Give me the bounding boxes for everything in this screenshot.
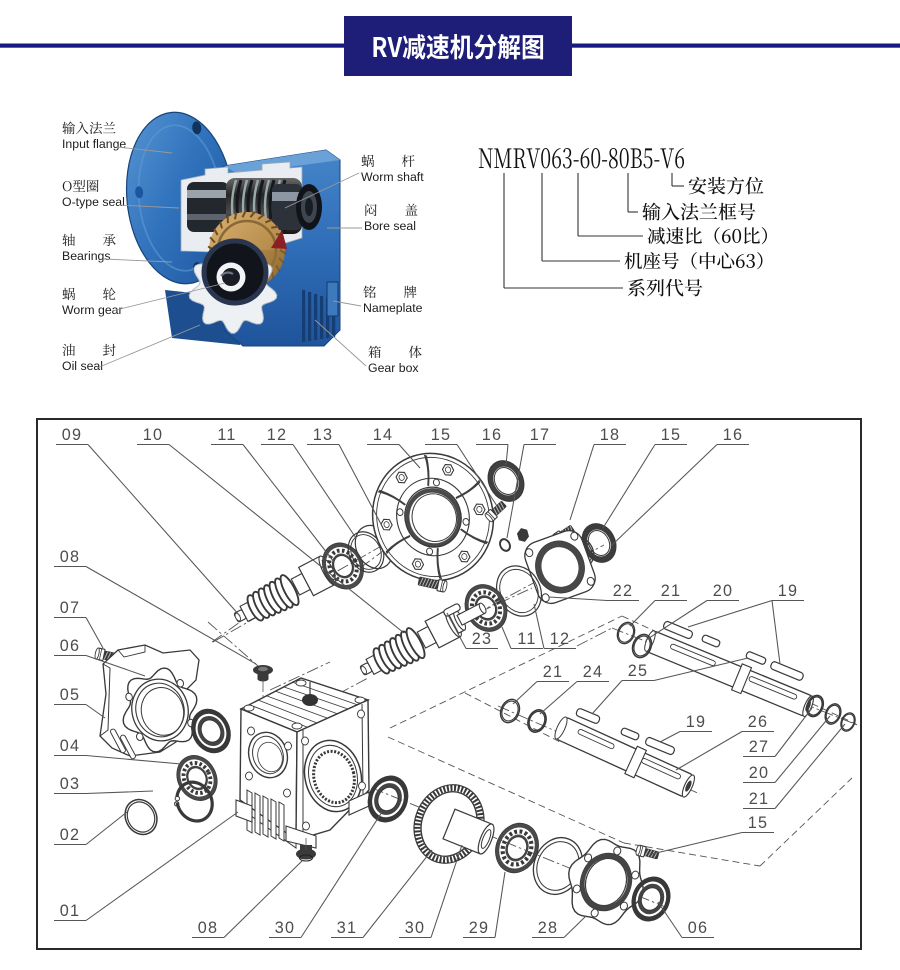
svg-text:19: 19 [778, 582, 798, 600]
svg-text:11: 11 [517, 630, 536, 648]
svg-text:06: 06 [60, 637, 80, 655]
svg-text:09: 09 [62, 426, 82, 444]
svg-text:30: 30 [405, 919, 425, 937]
svg-text:15: 15 [431, 426, 451, 444]
svg-text:31: 31 [337, 919, 357, 937]
svg-text:27: 27 [749, 738, 769, 756]
svg-text:Input flange: Input flange [62, 137, 126, 151]
svg-text:15: 15 [748, 814, 768, 832]
svg-text:21: 21 [661, 582, 681, 600]
svg-text:Worm shaft: Worm shaft [361, 170, 424, 184]
svg-text:25: 25 [628, 662, 648, 680]
svg-text:26: 26 [748, 713, 768, 731]
svg-text:Nameplate: Nameplate [363, 301, 423, 315]
svg-text:03: 03 [60, 775, 80, 793]
svg-text:29: 29 [469, 919, 489, 937]
svg-text:02: 02 [60, 826, 80, 844]
svg-text:06: 06 [688, 919, 708, 937]
svg-text:13: 13 [313, 426, 333, 444]
svg-text:20: 20 [749, 764, 769, 782]
svg-text:22: 22 [613, 582, 633, 600]
svg-text:18: 18 [600, 426, 620, 444]
svg-text:Bearings: Bearings [62, 249, 111, 263]
svg-text:Worm gear: Worm gear [62, 303, 123, 317]
svg-text:12: 12 [267, 426, 287, 444]
svg-text:28: 28 [538, 919, 558, 937]
svg-text:Gear box: Gear box [368, 361, 419, 375]
svg-text:19: 19 [686, 713, 706, 731]
svg-text:23: 23 [472, 630, 492, 648]
svg-text:08: 08 [198, 919, 218, 937]
svg-text:O-type seal: O-type seal [62, 195, 125, 209]
svg-text:16: 16 [482, 426, 502, 444]
svg-text:11: 11 [217, 426, 236, 444]
svg-text:21: 21 [749, 790, 769, 808]
svg-text:Bore seal: Bore seal [364, 219, 416, 233]
svg-text:05: 05 [60, 686, 80, 704]
svg-text:17: 17 [530, 426, 550, 444]
svg-text:16: 16 [723, 426, 743, 444]
svg-text:10: 10 [143, 426, 163, 444]
svg-text:12: 12 [550, 630, 570, 648]
svg-text:21: 21 [543, 663, 563, 681]
svg-text:07: 07 [60, 599, 80, 617]
svg-text:30: 30 [275, 919, 295, 937]
svg-text:08: 08 [60, 548, 80, 566]
svg-text:Oil seal: Oil seal [62, 359, 103, 373]
svg-text:04: 04 [60, 737, 80, 755]
svg-text:15: 15 [661, 426, 681, 444]
svg-text:24: 24 [583, 663, 603, 681]
svg-text:01: 01 [60, 902, 80, 920]
svg-text:14: 14 [373, 426, 393, 444]
svg-text:20: 20 [713, 582, 733, 600]
